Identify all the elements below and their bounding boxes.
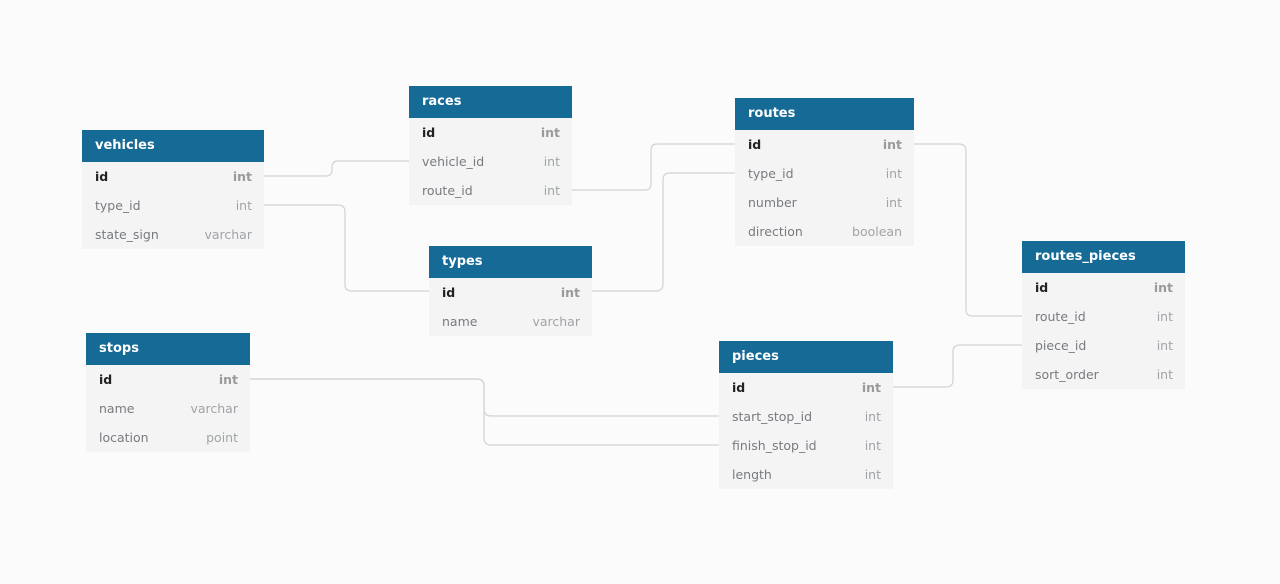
- table-title[interactable]: races: [409, 86, 572, 118]
- column-name: id: [1035, 280, 1049, 295]
- column-name: name: [99, 401, 135, 416]
- column-row[interactable]: direction boolean: [735, 217, 914, 246]
- column-type: int: [1153, 280, 1173, 295]
- column-type: int: [543, 183, 560, 198]
- column-type: int: [885, 166, 902, 181]
- column-type: int: [1156, 338, 1173, 353]
- column-row[interactable]: id int: [82, 162, 264, 191]
- column-row[interactable]: piece_id int: [1022, 331, 1185, 360]
- column-name: id: [442, 285, 456, 300]
- column-type: int: [540, 125, 560, 140]
- table-routes[interactable]: routes id int type_id int number int dir…: [735, 98, 914, 246]
- column-name: sort_order: [1035, 367, 1099, 382]
- table-title[interactable]: types: [429, 246, 592, 278]
- column-row[interactable]: finish_stop_id int: [719, 431, 893, 460]
- table-pieces[interactable]: pieces id int start_stop_id int finish_s…: [719, 341, 893, 489]
- column-name: vehicle_id: [422, 154, 485, 169]
- column-row[interactable]: type_id int: [735, 159, 914, 188]
- table-title[interactable]: pieces: [719, 341, 893, 373]
- column-row[interactable]: number int: [735, 188, 914, 217]
- column-name: id: [99, 372, 113, 387]
- column-type: int: [232, 169, 252, 184]
- column-type: point: [206, 430, 238, 445]
- column-type: int: [1156, 309, 1173, 324]
- column-type: int: [235, 198, 252, 213]
- column-row[interactable]: id int: [86, 365, 250, 394]
- column-name: id: [748, 137, 762, 152]
- column-row[interactable]: type_id int: [82, 191, 264, 220]
- column-name: name: [442, 314, 478, 329]
- column-row[interactable]: start_stop_id int: [719, 402, 893, 431]
- column-name: route_id: [422, 183, 473, 198]
- table-routes-pieces[interactable]: routes_pieces id int route_id int piece_…: [1022, 241, 1185, 389]
- column-row[interactable]: id int: [429, 278, 592, 307]
- column-row[interactable]: id int: [1022, 273, 1185, 302]
- relation-routes-id-routes-pieces-route-id: [914, 143, 1022, 317]
- column-name: piece_id: [1035, 338, 1087, 353]
- table-title[interactable]: vehicles: [82, 130, 264, 162]
- column-type: int: [885, 195, 902, 210]
- column-row[interactable]: id int: [719, 373, 893, 402]
- column-name: id: [732, 380, 746, 395]
- column-name: state_sign: [95, 227, 159, 242]
- column-name: location: [99, 430, 149, 445]
- column-row[interactable]: location point: [86, 423, 250, 452]
- column-row[interactable]: length int: [719, 460, 893, 489]
- column-row[interactable]: vehicle_id int: [409, 147, 572, 176]
- relation-races-route-id-routes-id: [572, 143, 735, 191]
- column-row[interactable]: id int: [409, 118, 572, 147]
- column-type: int: [861, 380, 881, 395]
- relation-types-id-routes-type-id: [592, 172, 735, 292]
- column-type: boolean: [852, 224, 902, 239]
- column-name: length: [732, 467, 772, 482]
- table-stops[interactable]: stops id int name varchar location point: [86, 333, 250, 452]
- table-types[interactable]: types id int name varchar: [429, 246, 592, 336]
- column-row[interactable]: name varchar: [86, 394, 250, 423]
- column-name: start_stop_id: [732, 409, 813, 424]
- relation-stops-id-pieces-start-stop-id: [250, 378, 719, 417]
- column-row[interactable]: name varchar: [429, 307, 592, 336]
- column-type: int: [560, 285, 580, 300]
- column-type: int: [864, 467, 881, 482]
- table-races[interactable]: races id int vehicle_id int route_id int: [409, 86, 572, 205]
- relation-vehicles-id-races-vehicle-id: [264, 160, 409, 177]
- column-name: type_id: [748, 166, 794, 181]
- column-row[interactable]: route_id int: [1022, 302, 1185, 331]
- column-row[interactable]: sort_order int: [1022, 360, 1185, 389]
- column-row[interactable]: id int: [735, 130, 914, 159]
- column-name: type_id: [95, 198, 141, 213]
- column-type: int: [1156, 367, 1173, 382]
- column-name: route_id: [1035, 309, 1086, 324]
- column-type: int: [864, 438, 881, 453]
- column-name: direction: [748, 224, 803, 239]
- column-row[interactable]: state_sign varchar: [82, 220, 264, 249]
- column-name: number: [748, 195, 797, 210]
- relation-stops-id-pieces-finish-stop-id: [250, 378, 719, 446]
- table-title[interactable]: routes: [735, 98, 914, 130]
- table-title[interactable]: routes_pieces: [1022, 241, 1185, 273]
- relation-vehicles-type-id-types-id: [264, 204, 429, 292]
- column-name: id: [422, 125, 436, 140]
- column-type: varchar: [190, 401, 238, 416]
- column-name: finish_stop_id: [732, 438, 817, 453]
- column-name: id: [95, 169, 109, 184]
- table-vehicles[interactable]: vehicles id int type_id int state_sign v…: [82, 130, 264, 249]
- table-title[interactable]: stops: [86, 333, 250, 365]
- column-type: int: [882, 137, 902, 152]
- column-type: int: [864, 409, 881, 424]
- column-type: varchar: [532, 314, 580, 329]
- column-row[interactable]: route_id int: [409, 176, 572, 205]
- column-type: int: [218, 372, 238, 387]
- column-type: int: [543, 154, 560, 169]
- relation-pieces-id-routes-pieces-piece-id: [893, 344, 1022, 388]
- column-type: varchar: [204, 227, 252, 242]
